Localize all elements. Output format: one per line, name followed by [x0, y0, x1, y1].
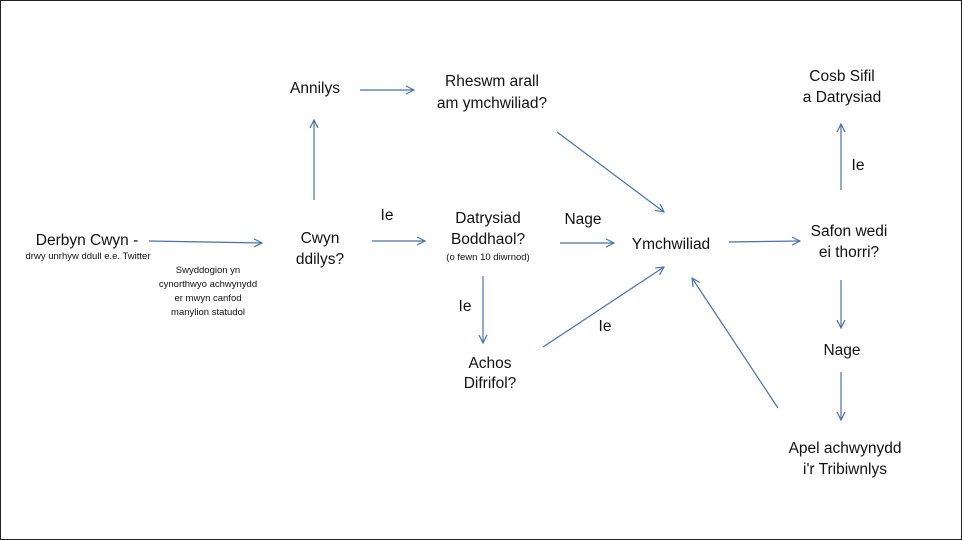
node-derbyn-subtitle: drwy unrhyw ddull e.e. Twitter — [26, 251, 151, 262]
node-datrysiad-note: (o fewn 10 diwrnod) — [446, 252, 529, 263]
node-derbyn-title: Derbyn Cwyn - — [36, 232, 139, 249]
edge-label-achos-ie: Ie — [599, 318, 612, 335]
node-apel-line1: Apel achwynydd — [789, 440, 902, 457]
arrow-apel-to-ymchwiliad — [692, 278, 779, 409]
node-datrysiad-line2: Boddhaol? — [451, 231, 526, 248]
node-nage: Nage — [823, 342, 860, 359]
edge-label-datrysiad-ie: Ie — [459, 298, 472, 315]
node-rheswm-line2: am ymchwiliad? — [437, 95, 548, 112]
edge-label-safon-ie: Ie — [852, 157, 865, 174]
arrow-rheswm-to-ymchwiliad — [556, 131, 664, 212]
node-safon-line1: Safon wedi — [811, 223, 888, 240]
arrow-derbyn-to-cwyn — [148, 241, 262, 243]
node-safon-line2: ei thorri? — [819, 244, 880, 261]
edge-label-cwyn-ie: Ie — [381, 207, 394, 224]
note-swyddogion: Swyddogion yn cynorthwyo achwynydd er mw… — [159, 265, 257, 318]
node-rheswm-line1: Rheswm arall — [445, 73, 539, 90]
note-line: Swyddogion yn — [176, 265, 240, 276]
edge-label-datrysiad-nage: Nage — [564, 211, 601, 228]
arrow-achos-to-ymchwiliad — [542, 267, 664, 348]
node-cosb-line1: Cosb Sifil — [809, 68, 874, 85]
node-achos-line2: Difrifol? — [464, 375, 517, 392]
note-line: manylion statudol — [171, 307, 245, 318]
node-cwyn-line2: ddilys? — [296, 251, 345, 268]
node-cosb-line2: a Datrysiad — [803, 89, 881, 106]
node-apel-line2: i'r Tribiwnlys — [803, 461, 887, 478]
node-ymchwiliad: Ymchwiliad — [632, 236, 710, 253]
node-datrysiad-line1: Datrysiad — [455, 210, 520, 227]
arrow-ymchwiliad-to-safon — [728, 241, 800, 242]
note-line: er mwyn canfod — [174, 293, 241, 304]
node-achos-line1: Achos — [468, 355, 511, 372]
node-annilys: Annilys — [290, 80, 340, 97]
note-line: cynorthwyo achwynydd — [159, 279, 257, 290]
node-cwyn-line1: Cwyn — [301, 230, 340, 247]
